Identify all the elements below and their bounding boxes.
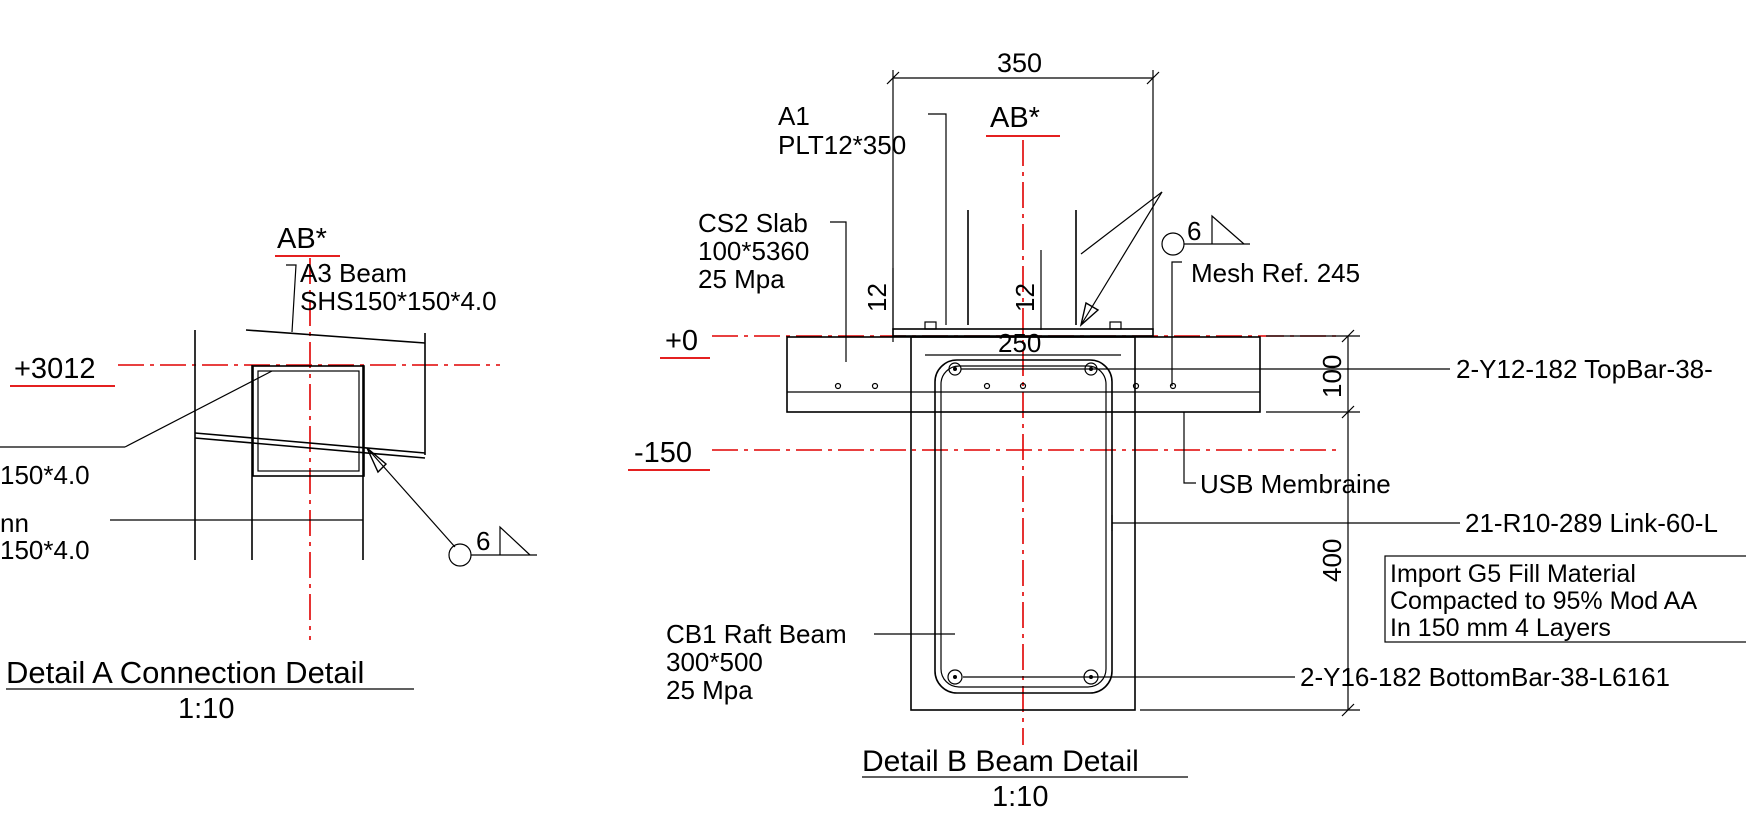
detail-b-slab-leader: [830, 221, 847, 362]
detail-a-left-label-1: 150*4.0: [0, 460, 90, 490]
detail-b-fillet-weld-icon: [1211, 214, 1245, 245]
detail-a-beam-bottom-2: [194, 437, 426, 459]
detail-b-slab-label-3: 25 Mpa: [698, 264, 785, 294]
detail-b-membrane-leader: [1183, 412, 1196, 484]
detail-b-dim-350-tick-left: [886, 71, 900, 85]
detail-b-plate-size: PLT12*350: [778, 130, 906, 160]
detail-b-mesh-dot: [1132, 382, 1140, 390]
detail-b-membrane-label: USB Membraine: [1200, 469, 1391, 499]
detail-b-mesh-dot: [834, 382, 842, 390]
detail-a-left-label-2b: 150*4.0: [0, 535, 90, 565]
detail-b-bottom-bar-label: 2-Y16-182 BottomBar-38-L6161: [1300, 662, 1670, 692]
detail-b-beam-label-1: CB1 Raft Beam: [666, 619, 847, 649]
detail-b-bottom-bar-left: [947, 669, 963, 685]
detail-a-fillet-weld-icon: [499, 525, 531, 556]
detail-b-dim-tick: [1341, 329, 1355, 343]
detail-a-weld-leader: [366, 447, 456, 548]
detail-a-beam-label: A3 Beam: [300, 258, 407, 288]
detail-b-slab-label-1: CS2 Slab: [698, 208, 808, 238]
detail-a-title: Detail A Connection Detail: [6, 655, 364, 690]
detail-b-weld-leader: [1080, 191, 1163, 255]
detail-a-leader-1: [124, 370, 273, 448]
detail-b-plate-tag: A1: [778, 101, 810, 131]
detail-b-base-plate: [892, 328, 1154, 337]
detail-b-dim-250: 250: [998, 328, 1041, 358]
detail-a-grid-label: AB*: [277, 223, 327, 255]
detail-b-beam-label-2: 300*500: [666, 647, 763, 677]
detail-b-fill-line-1: Import G5 Fill Material: [1390, 560, 1636, 588]
detail-b-dim-350: 350: [997, 48, 1042, 78]
detail-b-slab-label-2: 100*5360: [698, 236, 809, 266]
detail-b-level-0: +0: [665, 325, 698, 357]
detail-b-level-150: -150: [634, 437, 692, 469]
detail-a-weld-size: 6: [476, 526, 490, 556]
detail-b-weld-circle: [1161, 232, 1185, 256]
detail-b-bolt-left: [924, 321, 937, 330]
detail-b-dim-12-right: 12: [1010, 283, 1040, 312]
detail-b-dim-400: 400: [1317, 539, 1347, 582]
detail-b-dim-12-left: 12: [862, 283, 892, 312]
detail-b-plate-leader: [928, 113, 947, 325]
detail-a-left-label-2a: nn: [0, 508, 29, 538]
detail-a-weld-arrow: [366, 447, 388, 474]
detail-b-link-label: 21-R10-289 Link-60-L: [1465, 508, 1718, 538]
detail-b: 350 AB* A1 PLT12*350 12 12 250 CS2 Slab: [628, 48, 1746, 813]
detail-b-grid-label: AB*: [990, 102, 1040, 134]
detail-b-weld-leader-2: [1080, 191, 1163, 326]
detail-b-mesh-leader: [1171, 261, 1182, 386]
detail-a: AB* A3 Beam SHS150*150*4.0 +3012 150*4.0…: [0, 223, 537, 725]
detail-b-mesh-dot: [1019, 382, 1027, 390]
detail-b-fill-line-2: Compacted to 95% Mod AA: [1390, 587, 1697, 615]
detail-a-beam-bottom-1: [194, 432, 426, 454]
detail-b-fill-note-box: [1384, 555, 1746, 643]
detail-b-bar-dot: [953, 367, 957, 371]
detail-b-dim-350-tick-right: [1146, 71, 1160, 85]
detail-b-fill-line-3: In 150 mm 4 Layers: [1390, 614, 1611, 642]
detail-a-shs-section: [252, 365, 365, 477]
detail-b-bolt-right: [1109, 321, 1122, 330]
detail-a-weld-circle: [448, 543, 472, 567]
detail-b-weld-size: 6: [1187, 216, 1201, 246]
detail-a-level: +3012: [14, 353, 95, 385]
detail-a-shs-inner: [257, 370, 360, 472]
detail-b-link-inner: [940, 365, 1107, 688]
detail-b-title: Detail B Beam Detail: [862, 745, 1139, 778]
detail-b-scale: 1:10: [992, 781, 1048, 813]
detail-b-mesh-label: Mesh Ref. 245: [1191, 258, 1360, 288]
detail-a-beam-top: [245, 329, 426, 344]
detail-b-bar-dot: [953, 675, 957, 679]
detail-b-weld-arrow: [1079, 301, 1100, 327]
detail-b-beam-label-3: 25 Mpa: [666, 675, 753, 705]
detail-a-scale: 1:10: [178, 693, 234, 725]
detail-b-mesh-dot: [871, 382, 879, 390]
detail-b-mesh-dot: [1169, 382, 1177, 390]
detail-b-mesh-dot: [983, 382, 991, 390]
detail-a-beam-size: SHS150*150*4.0: [300, 286, 497, 316]
detail-b-top-bar-label: 2-Y12-182 TopBar-38-: [1456, 354, 1713, 384]
detail-b-dim-tick: [1341, 703, 1355, 717]
detail-b-dim-100: 100: [1317, 355, 1347, 398]
detail-b-dim-tick: [1341, 405, 1355, 419]
detail-a-beam-leader: [286, 264, 297, 333]
